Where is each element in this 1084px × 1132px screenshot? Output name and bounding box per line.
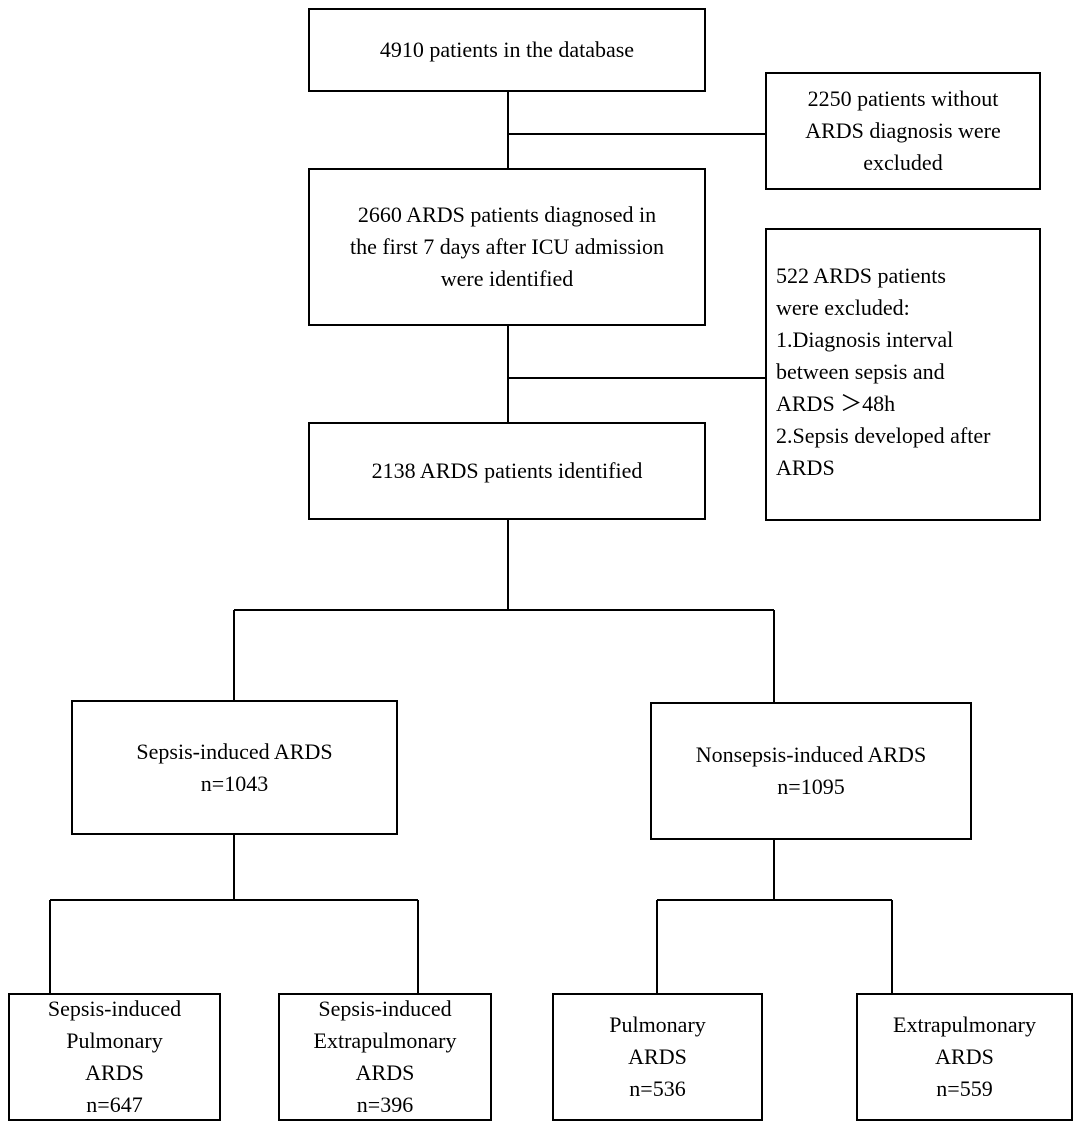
- node-sepsis-induced: Sepsis-induced ARDS n=1043: [71, 700, 398, 835]
- node-text-line: ARDS: [628, 1044, 687, 1069]
- node-sepsis-pulmonary-text: Sepsis-induced Pulmonary ARDS n=647: [48, 993, 181, 1121]
- node-text-line: n=647: [86, 1092, 143, 1117]
- node-text-line: 2.Sepsis developed after: [776, 423, 991, 448]
- node-sepsis-extrapulmonary-text: Sepsis-induced Extrapulmonary ARDS n=396: [314, 993, 457, 1121]
- node-text-line: Sepsis-induced: [47, 996, 182, 1021]
- node-sepsis-extrapulmonary: Sepsis-induced Extrapulmonary ARDS n=396: [278, 993, 492, 1121]
- node-text-line: Extrapulmonary: [313, 1028, 457, 1053]
- node-text-line: ARDS ＞48h: [776, 391, 896, 416]
- node-sepsis-pulmonary: Sepsis-induced Pulmonary ARDS n=647: [8, 993, 221, 1121]
- node-text-line: ARDS: [935, 1044, 994, 1069]
- node-text-line: Pulmonary: [66, 1028, 163, 1053]
- node-text-line: 2660 ARDS patients diagnosed in: [357, 202, 657, 227]
- node-text-line: Nonsepsis-induced ARDS: [695, 742, 927, 767]
- node-pulmonary: Pulmonary ARDS n=536: [552, 993, 763, 1121]
- node-ards-identified-7days-text: 2660 ARDS patients diagnosed in the firs…: [350, 199, 664, 295]
- node-text-line: 2138 ARDS patients identified: [371, 458, 643, 483]
- node-excluded-522-text: 522 ARDS patients were excluded: 1.Diagn…: [776, 260, 990, 484]
- node-excluded-no-ards: 2250 patients without ARDS diagnosis wer…: [765, 72, 1041, 190]
- node-sepsis-induced-text: Sepsis-induced ARDS n=1043: [136, 736, 332, 800]
- node-text-line: Pulmonary: [609, 1012, 706, 1037]
- node-text-line: Sepsis-induced: [318, 996, 452, 1021]
- node-database-text: 4910 patients in the database: [380, 34, 634, 66]
- node-text-line: 1.Diagnosis interval: [776, 327, 954, 352]
- node-text-line: ARDS: [85, 1060, 144, 1085]
- node-pulmonary-text: Pulmonary ARDS n=536: [609, 1009, 706, 1105]
- node-ards-2138: 2138 ARDS patients identified: [308, 422, 706, 520]
- node-text-line: n=536: [629, 1076, 686, 1101]
- node-text-line: were excluded:: [776, 295, 910, 320]
- node-ards-2138-text: 2138 ARDS patients identified: [372, 455, 643, 487]
- node-excluded-no-ards-text: 2250 patients without ARDS diagnosis wer…: [805, 83, 1001, 179]
- node-database: 4910 patients in the database: [308, 8, 706, 92]
- node-text-line: 522 ARDS patients: [776, 263, 946, 288]
- node-text-line: ARDS: [355, 1060, 415, 1085]
- node-text-line: between sepsis and: [776, 359, 945, 384]
- node-text-line: 4910 patients in the database: [379, 37, 635, 62]
- node-text-line: were identified: [440, 266, 574, 291]
- node-text-line: ARDS diagnosis were: [805, 118, 1001, 143]
- node-text-line: n=396: [356, 1092, 414, 1117]
- node-text-line: Extrapulmonary: [893, 1012, 1036, 1037]
- node-excluded-522: 522 ARDS patients were excluded: 1.Diagn…: [765, 228, 1041, 521]
- node-text-line: Sepsis-induced ARDS: [136, 738, 333, 764]
- node-ards-identified-7days: 2660 ARDS patients diagnosed in the firs…: [308, 168, 706, 326]
- node-text-line: excluded: [863, 150, 943, 175]
- node-nonsepsis-induced: Nonsepsis-induced ARDS n=1095: [650, 702, 972, 840]
- node-text-line: n=559: [936, 1076, 993, 1101]
- node-text-line: 2250 patients without: [807, 86, 999, 111]
- node-text-line: ARDS: [776, 455, 835, 480]
- node-text-line: n=1043: [200, 770, 269, 796]
- node-extrapulmonary-text: Extrapulmonary ARDS n=559: [893, 1009, 1036, 1105]
- node-nonsepsis-induced-text: Nonsepsis-induced ARDS n=1095: [696, 739, 926, 803]
- node-text-line: n=1095: [777, 774, 845, 799]
- node-text-line: the first 7 days after ICU admission: [349, 234, 665, 259]
- node-extrapulmonary: Extrapulmonary ARDS n=559: [856, 993, 1073, 1121]
